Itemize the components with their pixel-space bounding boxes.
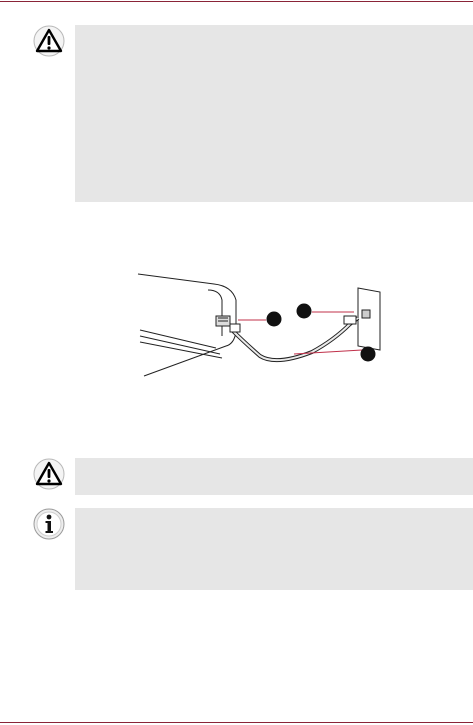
header-rule	[0, 1, 473, 2]
footer-rule	[0, 722, 473, 723]
callout-marker-3	[360, 346, 376, 362]
caution-note-box	[75, 458, 473, 495]
info-icon	[33, 508, 65, 540]
callout-marker-2	[296, 303, 312, 319]
callout-marker-1	[266, 311, 282, 327]
modem-connection-illustration	[136, 270, 386, 382]
info-note-box	[75, 508, 473, 590]
caution-note-box	[75, 25, 473, 202]
warning-icon	[33, 25, 65, 57]
wall-jack-drawing	[357, 287, 381, 351]
laptop-drawing	[137, 273, 237, 377]
warning-icon	[33, 458, 65, 490]
